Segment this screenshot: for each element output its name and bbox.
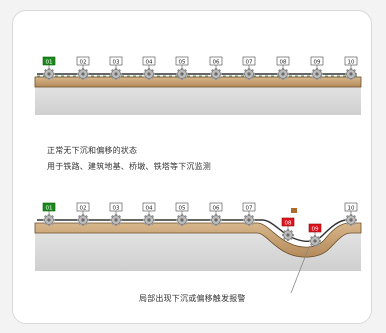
sensor-gear-icon [143,214,155,226]
sensor-gear-icon [110,68,122,80]
top-sensor-06: 06 [209,56,223,80]
top-sensor-08: 08 [276,56,290,80]
sensor-label-text: 09 [312,226,319,232]
bottom-sensor-05: 05 [175,202,189,226]
sensor-gear-icon [345,214,357,226]
sensor-label-text: 08 [285,220,292,226]
alarm-pointer-line [290,246,310,294]
sensor-label-text: 05 [179,205,186,211]
sensor-label-text: 03 [113,59,120,65]
sensor-gear-icon [277,68,289,80]
sensor-gear-icon [176,214,188,226]
top-sensor-05: 05 [175,56,189,80]
normal-caption-line2: 用于铁路、建筑地基、桥墩、铁塔等下沉监测 [47,162,211,171]
displacement-marker [291,208,297,213]
top-sensor-02: 02 [76,56,90,80]
ground-slab-subsided [35,225,361,271]
bottom-sensor-07: 07 [242,202,256,226]
top-sensor-01: 01 [42,56,56,80]
sensor-label-text: 01 [46,59,53,65]
sensor-gear-icon [43,68,55,80]
sensor-label-text: 01 [46,205,53,211]
sensor-gear-icon [77,68,89,80]
rail-bed-subsided [34,222,362,258]
sensor-label-text: 04 [146,59,153,65]
diagram-card: 01 02 03 04 05 06 07 08 09 10 01 02 03 04 05 06 07 08 09 1… [12,10,372,324]
bottom-sensor-01: 01 [42,202,56,226]
bottom-sensor-10: 10 [344,202,358,226]
sensor-gear-icon [309,235,321,247]
sensor-label-text: 10 [348,205,355,211]
sensor-gear-icon [77,214,89,226]
bottom-sensor-04: 04 [142,202,156,226]
bottom-sensor-03: 03 [109,202,123,226]
sensor-label-text: 07 [246,205,253,211]
sensor-gear-icon [210,68,222,80]
sensor-gear-icon [43,214,55,226]
sensor-gear-icon [345,68,357,80]
top-sensor-04: 04 [142,56,156,80]
rail-bed [34,76,362,88]
sensor-label-text: 03 [113,205,120,211]
sensor-gear-icon [243,214,255,226]
normal-state-panel: 01 02 03 04 05 06 07 08 09 10 [34,56,362,115]
bottom-sensor-09: 09 [308,223,322,247]
alarm-caption: 局部出现下沉或偏移触发报警 [139,294,246,303]
sensor-gear-icon [176,68,188,80]
bottom-sensor-02: 02 [76,202,90,226]
top-sensor-09: 09 [310,56,324,80]
bottom-sensor-06: 06 [209,202,223,226]
sensor-label-text: 09 [314,59,321,65]
sensor-gear-icon [143,68,155,80]
sensor-label-text: 05 [179,59,186,65]
sensor-label-text: 02 [80,205,87,211]
top-sensor-03: 03 [109,56,123,80]
sensor-label-text: 02 [80,59,87,65]
alarm-state-panel: 01 02 03 04 05 06 07 08 09 10 [34,202,362,294]
bottom-sensor-08: 08 [281,217,295,241]
sensor-gear-icon [243,68,255,80]
sensor-gear-icon [282,229,294,241]
sensor-gear-icon [110,214,122,226]
normal-caption-line1: 正常无下沉和偏移的状态 [47,146,138,155]
sensor-label-text: 07 [246,59,253,65]
sensor-label-text: 10 [348,59,355,65]
sensor-label-text: 04 [146,205,153,211]
sensor-gear-icon [311,68,323,80]
sensor-label-text: 08 [280,59,287,65]
sensor-gear-icon [210,214,222,226]
top-sensor-10: 10 [344,56,358,80]
top-sensor-07: 07 [242,56,256,80]
sensor-label-text: 06 [213,59,220,65]
sensor-label-text: 06 [213,205,220,211]
